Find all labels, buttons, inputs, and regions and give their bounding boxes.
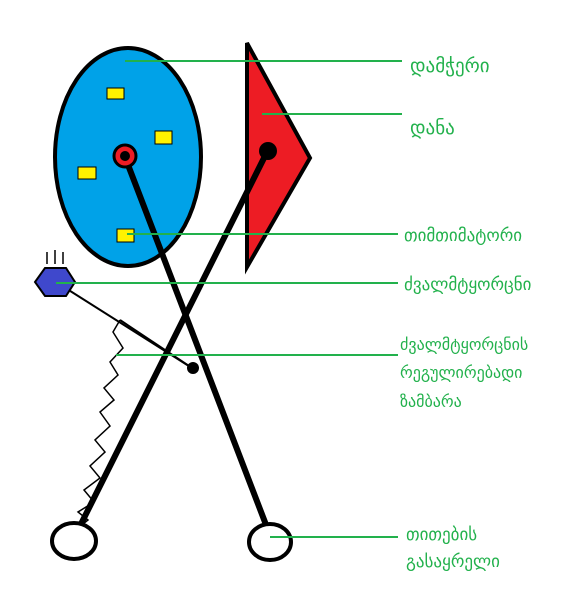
label-spring-line3: ზამბარა xyxy=(400,392,462,411)
pivot xyxy=(187,362,199,374)
knife-pivot xyxy=(259,142,277,160)
label-plate: დამჭერი xyxy=(410,55,490,77)
plate-pivot-center xyxy=(120,151,130,161)
finger-ring-left xyxy=(50,521,98,561)
label-finger-line2: გასაყრელი xyxy=(406,552,500,572)
marker-rect xyxy=(154,130,173,145)
label-markers: თიმთიმატორი xyxy=(404,226,523,246)
label-nut: ძვალმტყორცნი xyxy=(404,275,532,295)
nut-hexagon xyxy=(33,267,77,297)
marker-rect xyxy=(77,166,97,180)
label-spring-line2: რეგულირებადი xyxy=(400,363,523,382)
left-arm xyxy=(122,154,271,533)
knife-blade xyxy=(245,42,313,275)
finger-ring-right xyxy=(247,522,293,562)
label-finger-line1: თითების xyxy=(406,525,478,545)
right-arm xyxy=(75,147,271,533)
label-spring-line1: ძვალმტყორცნის xyxy=(400,335,529,354)
label-knife: დანა xyxy=(410,117,455,139)
spring-zigzag xyxy=(76,319,124,529)
marker-rect xyxy=(116,228,135,243)
marker-rect xyxy=(106,87,125,100)
